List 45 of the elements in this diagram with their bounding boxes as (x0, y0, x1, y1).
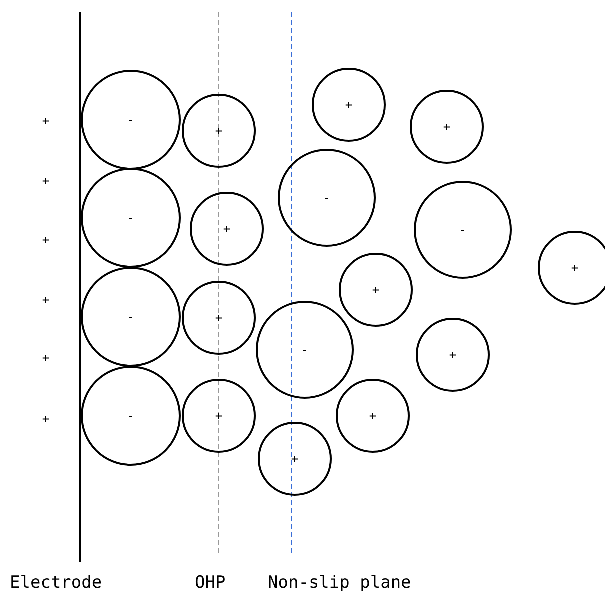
charge-sign: - (459, 224, 467, 236)
ion-circle (190, 192, 264, 266)
ion-circle (336, 379, 410, 453)
ion-circle (81, 168, 181, 268)
charge-sign: + (42, 234, 50, 246)
charge-sign: + (215, 125, 223, 137)
ion-circle (538, 231, 605, 305)
ion-circle (339, 253, 413, 327)
ion-circle (81, 366, 181, 466)
axis-label: OHP (195, 573, 226, 593)
charge-sign: + (42, 175, 50, 187)
ion-circle (414, 181, 512, 279)
ion-circle (278, 149, 376, 247)
ion-circle (182, 94, 256, 168)
charge-sign: - (127, 311, 135, 323)
charge-sign: - (323, 192, 331, 204)
ion-circle (312, 68, 386, 142)
charge-sign: + (443, 121, 451, 133)
charge-sign: + (42, 294, 50, 306)
charge-sign: + (369, 410, 377, 422)
charge-sign: - (301, 344, 309, 356)
charge-sign: - (127, 114, 135, 126)
ion-circle (258, 422, 332, 496)
charge-sign: + (215, 410, 223, 422)
charge-sign: - (127, 410, 135, 422)
charge-sign: - (127, 212, 135, 224)
ion-circle (256, 301, 354, 399)
charge-sign: + (345, 99, 353, 111)
axis-label: Electrode (10, 573, 102, 593)
charge-sign: + (291, 453, 299, 465)
ion-circle (410, 90, 484, 164)
charge-sign: + (449, 349, 457, 361)
ion-circle (81, 267, 181, 367)
charge-sign: + (571, 262, 579, 274)
charge-sign: + (372, 284, 380, 296)
charge-sign: + (42, 352, 50, 364)
charge-sign: + (215, 312, 223, 324)
ion-circle (182, 281, 256, 355)
charge-sign: + (42, 413, 50, 425)
ion-circle (81, 70, 181, 170)
ion-circle (182, 379, 256, 453)
axis-label: Non-slip plane (268, 573, 412, 593)
charge-sign: + (42, 115, 50, 127)
ion-circle (416, 318, 490, 392)
charge-sign: + (223, 223, 231, 235)
